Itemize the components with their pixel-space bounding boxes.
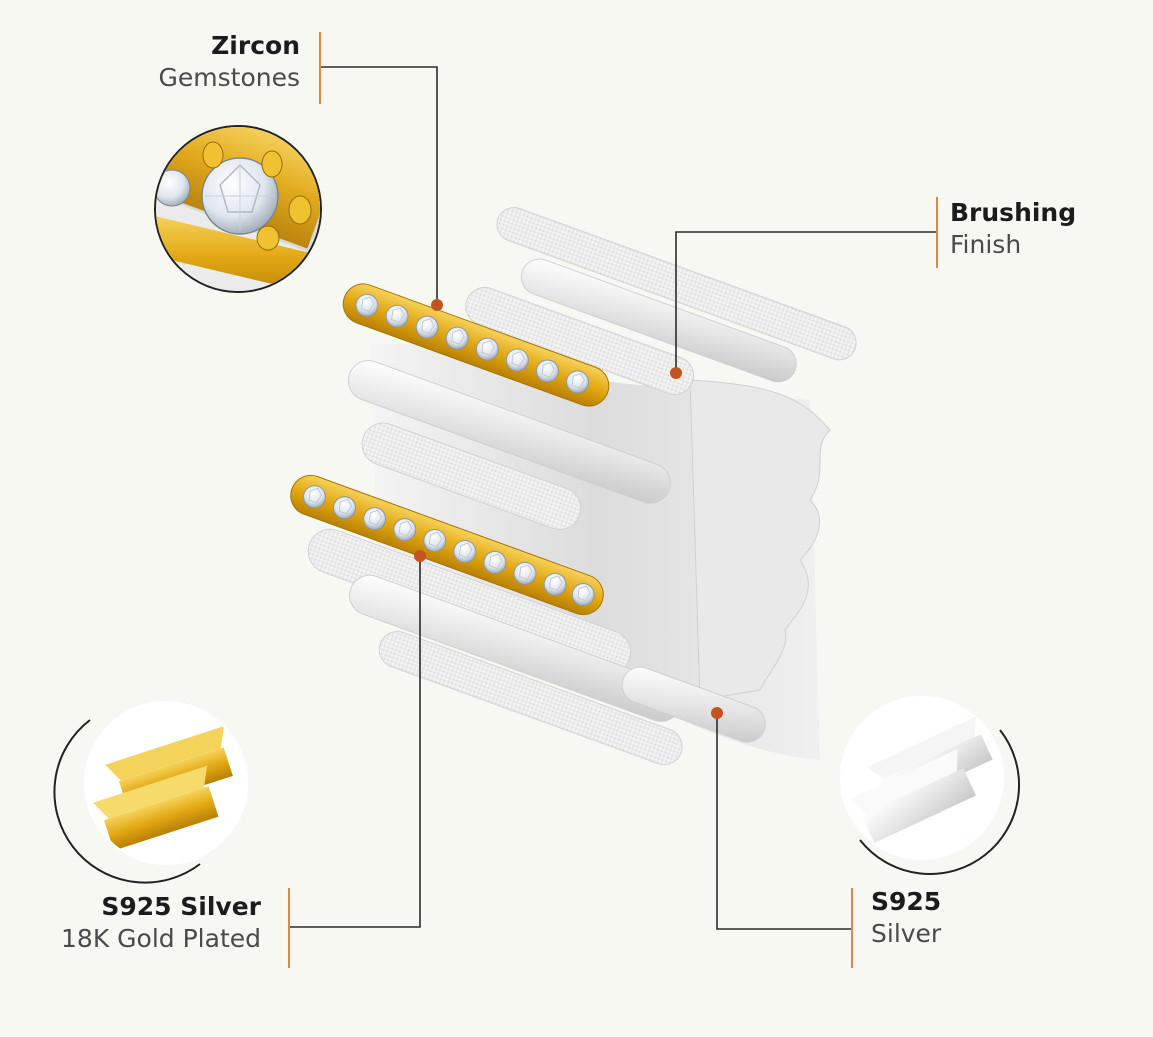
ring-product-image: [290, 207, 857, 766]
zircon-closeup-icon: [154, 125, 322, 293]
accent-lines: [288, 32, 938, 968]
leader-lines: [290, 66, 937, 930]
gold-bar-icon: [53, 701, 248, 884]
brushing-callout: Brushing Finish: [950, 197, 1076, 261]
zircon-callout: Zircon Gemstones: [159, 30, 300, 94]
silver-subtitle: Silver: [871, 919, 942, 948]
silver-bar-icon: [840, 696, 1020, 875]
gold-leader-line: [290, 556, 421, 928]
brushing-marker-dot: [670, 367, 682, 379]
marker-dots: [414, 299, 723, 719]
gold-plated-title: S925 Silver: [101, 892, 261, 921]
zircon-marker-dot: [431, 299, 443, 311]
gold-plated-subtitle: 18K Gold Plated: [61, 924, 261, 953]
brushing-title: Brushing: [950, 198, 1077, 227]
gold-marker-dot: [414, 550, 426, 562]
silver-marker-dot: [711, 707, 723, 719]
gold-plated-callout: S925 Silver 18K Gold Plated: [61, 891, 261, 955]
brushing-subtitle: Finish: [950, 230, 1022, 259]
zircon-title: Zircon: [211, 31, 300, 60]
silver-leader-line: [716, 713, 852, 930]
zircon-leader-line: [320, 66, 438, 305]
brushing-leader-line: [675, 231, 937, 373]
silver-title: S925: [871, 887, 942, 916]
zircon-subtitle: Gemstones: [158, 63, 300, 92]
silver-callout: S925 Silver: [871, 886, 941, 950]
